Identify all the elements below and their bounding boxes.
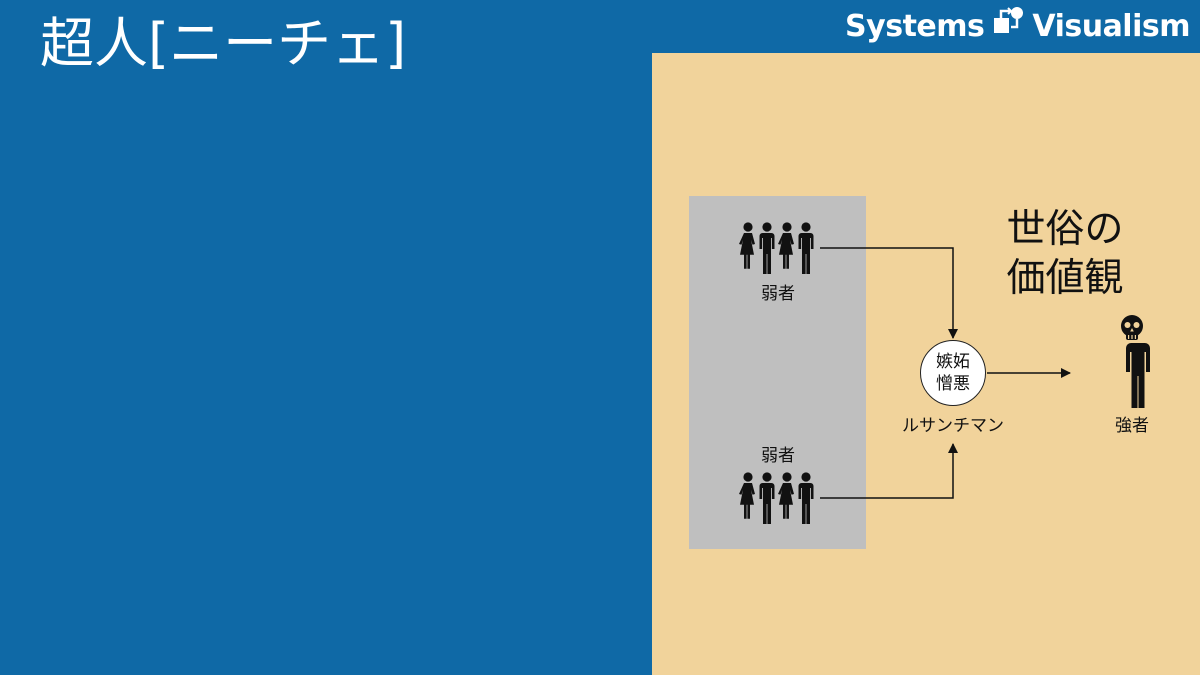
brand-logo: Systems Visualism	[845, 4, 1190, 48]
resentment-node: 嫉妬 憎悪	[920, 340, 986, 406]
weak-label-bottom: 弱者	[761, 446, 795, 466]
node-line-2: 憎悪	[936, 374, 970, 394]
skull-person-icon	[1110, 314, 1154, 414]
node-line-1: 嫉妬	[936, 352, 970, 372]
node-caption: ルサンチマン	[902, 416, 1004, 436]
flow-diagram-icon	[992, 6, 1024, 46]
brand-name-left: Systems	[845, 8, 985, 44]
heading-line-1: 世俗の	[1006, 207, 1124, 252]
diagram-heading: 世俗の 価値観	[990, 205, 1140, 303]
slide-title: 超人[ニーチェ]	[40, 12, 407, 75]
people-group-icon	[738, 222, 818, 276]
heading-line-2: 価値観	[1006, 256, 1124, 301]
brand-name-right: Visualism	[1032, 8, 1190, 44]
weak-label-top: 弱者	[761, 284, 795, 304]
strong-label: 強者	[1115, 416, 1149, 436]
people-group-icon	[738, 472, 818, 526]
